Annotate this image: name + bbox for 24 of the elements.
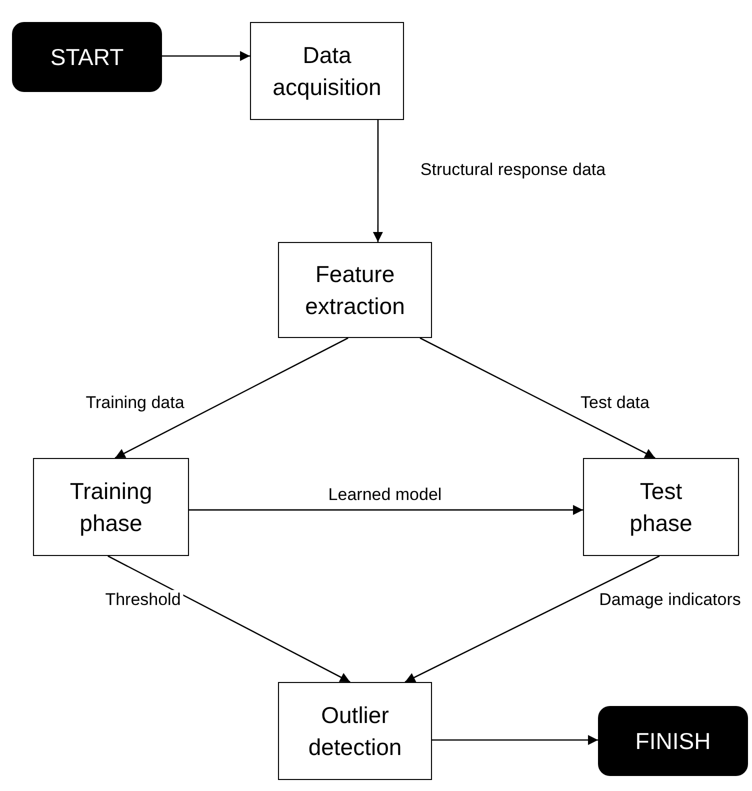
arrow	[420, 337, 656, 459]
node-label: FINISH	[635, 728, 711, 754]
arrow	[162, 51, 250, 61]
node-label: Data acquisition	[272, 40, 382, 102]
node-label: Test phase	[628, 476, 694, 538]
node-label: START	[50, 44, 124, 70]
process-box	[278, 242, 432, 338]
terminal-box	[598, 706, 748, 776]
process-box	[250, 22, 404, 120]
node-label: Training phase	[68, 476, 154, 538]
edge-label: Structural response data	[418, 160, 608, 180]
arrow	[114, 337, 348, 459]
node-label: Outlier detection	[307, 700, 403, 762]
arrow	[108, 555, 350, 683]
process-box	[278, 682, 432, 780]
arrow	[372, 120, 383, 242]
edge-label: Training data	[84, 393, 186, 413]
process-box	[583, 458, 739, 556]
arrow	[189, 504, 583, 515]
terminal-box	[12, 22, 162, 92]
node-label: Feature extraction	[304, 260, 406, 321]
arrow	[404, 555, 660, 683]
process-box	[33, 458, 189, 556]
arrow	[432, 735, 598, 746]
